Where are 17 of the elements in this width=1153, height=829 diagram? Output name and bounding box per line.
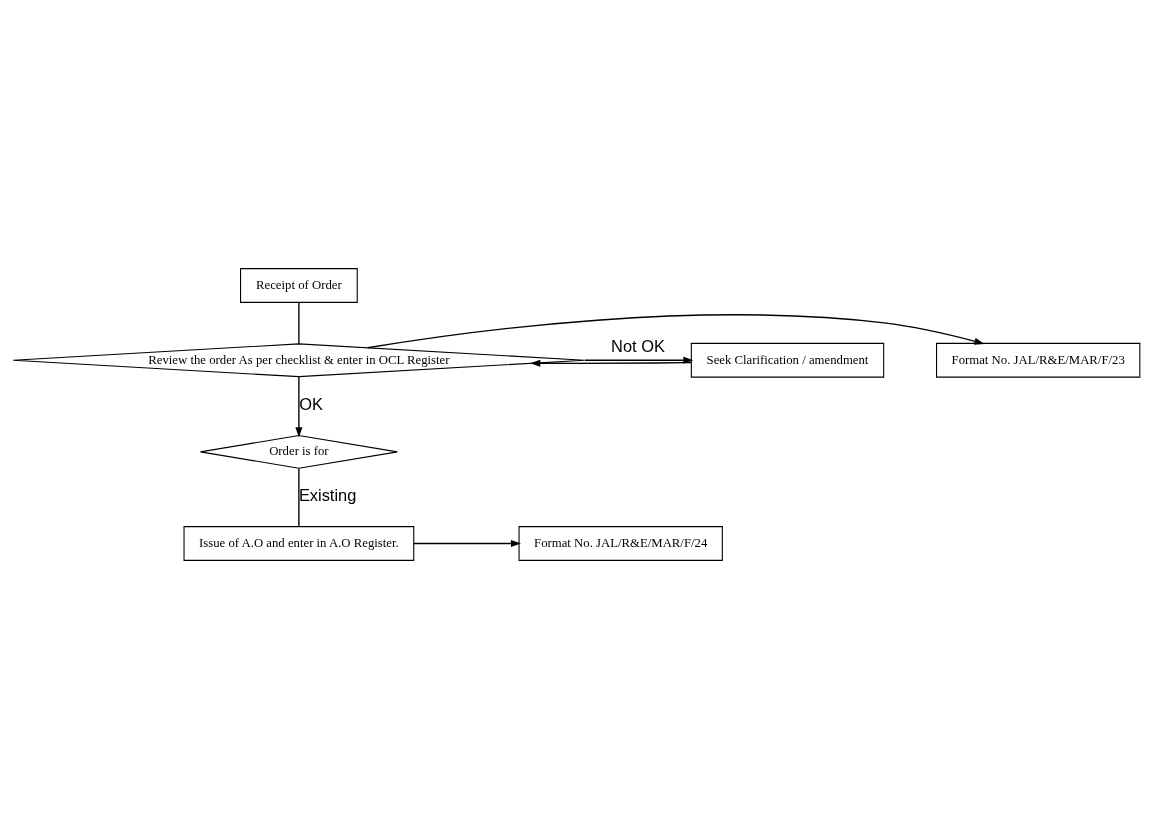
arrow <box>295 376 303 438</box>
edge-label: Not OK <box>611 337 665 356</box>
node-box: Format No. JAL/R&E/MAR/F/24 <box>518 526 723 561</box>
arrow <box>413 539 521 547</box>
arrow <box>366 314 985 349</box>
arrow <box>584 356 694 364</box>
connector <box>298 467 300 528</box>
node-diamond: Review the order As per checklist & enter in OCL Register <box>12 343 586 378</box>
connector <box>298 301 300 345</box>
arrow <box>530 359 692 367</box>
node-box: Seek Clarification / amendment <box>690 342 885 378</box>
edge-label: OK <box>299 395 324 414</box>
edge-label: Existing <box>298 486 357 505</box>
node-box: Format No. JAL/R&E/MAR/F/23 <box>936 342 1141 378</box>
node-diamond: Order is for <box>199 434 398 469</box>
node-box: Issue of A.O and enter in A.O Register. <box>183 526 415 561</box>
node-box: Receipt of Order <box>240 268 358 303</box>
